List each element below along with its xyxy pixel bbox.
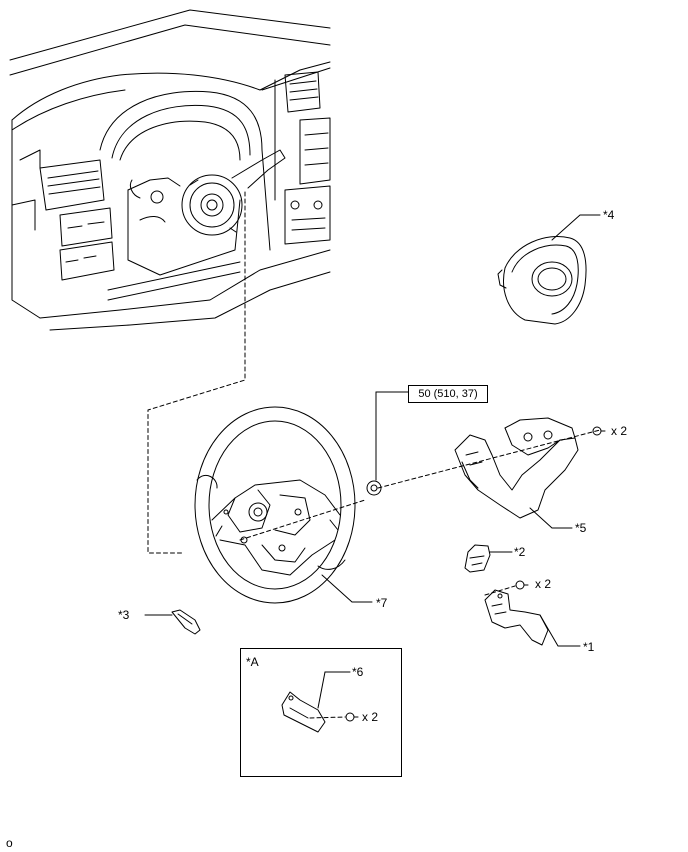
part-2 xyxy=(464,544,513,573)
instrument-panel-illustration xyxy=(9,9,331,331)
callout-leaders xyxy=(321,214,601,603)
inset-frame xyxy=(240,648,402,777)
part-1-switch xyxy=(484,589,581,647)
horn-button-assembly xyxy=(497,236,587,325)
callout-3: *3 xyxy=(118,608,130,622)
screw-cover xyxy=(592,426,606,436)
quantity-screw-inset: x 2 xyxy=(362,710,379,724)
torque-spec: 50 (510, 37) xyxy=(408,385,488,403)
callout-2: *2 xyxy=(514,545,526,559)
steering-wheel-nut xyxy=(366,391,409,496)
screw-switch xyxy=(515,580,529,590)
callout-5: *5 xyxy=(575,521,587,535)
quantity-screw-cover: x 2 xyxy=(611,424,628,438)
part-3 xyxy=(144,609,201,635)
screw-inset xyxy=(345,712,359,722)
part-6 xyxy=(281,671,351,733)
quantity-screw-switch: x 2 xyxy=(535,577,552,591)
steering-wheel xyxy=(194,406,356,604)
assembly-guide-lines xyxy=(147,191,601,719)
callout-6: *6 xyxy=(352,665,364,679)
inset-label: *A xyxy=(246,655,259,669)
figure-code: o xyxy=(6,836,13,850)
callout-4: *4 xyxy=(603,208,615,222)
callout-1: *1 xyxy=(583,640,595,654)
steering-wheel-lower-cover xyxy=(454,417,579,519)
callout-7: *7 xyxy=(376,596,388,610)
